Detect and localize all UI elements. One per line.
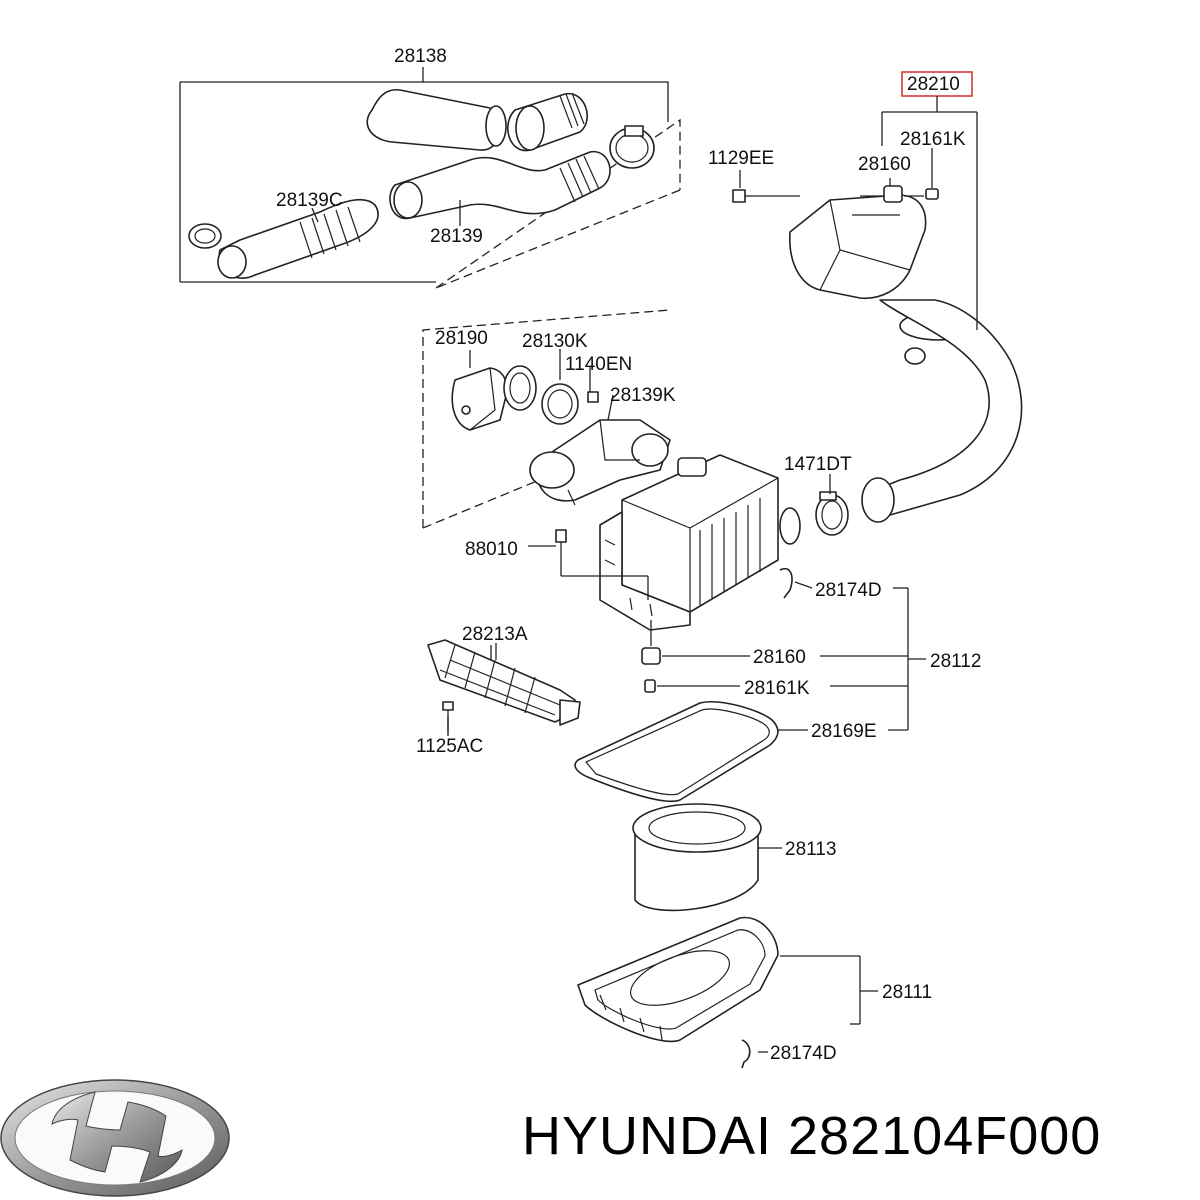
label-28138: 28138 (394, 46, 447, 67)
label-88010: 88010 (465, 539, 518, 560)
label-28169E: 28169E (811, 721, 877, 742)
label-28174D-top: 28174D (815, 580, 882, 601)
label-28160-top: 28160 (858, 154, 911, 175)
label-28213A: 28213A (462, 624, 528, 645)
leaders-28112 (820, 587, 926, 731)
label-1140EN: 1140EN (565, 354, 632, 375)
hardware-top (732, 185, 939, 203)
label-1471DT: 1471DT (784, 454, 852, 475)
leaders-misc (311, 200, 831, 736)
label-28139C: 28139C (276, 190, 343, 211)
label-1125AC: 1125AC (416, 736, 483, 757)
label-28161K-top: 28161K (900, 129, 966, 150)
label-1129EE: 1129EE (708, 148, 774, 169)
label-28130K: 28130K (522, 331, 588, 352)
label-28160-mid: 28160 (753, 647, 806, 668)
label-28112: 28112 (930, 651, 981, 672)
bolt-88010-part (528, 529, 649, 600)
label-28139: 28139 (430, 226, 483, 247)
intake-duct-part (529, 419, 671, 506)
filter-element-part (632, 803, 782, 912)
hose-group-box (179, 67, 681, 289)
brand-part-caption: HYUNDAI 282104F000 (522, 1106, 1102, 1166)
hose-corrugated-part (188, 198, 379, 279)
hose-upper-part (366, 88, 589, 152)
hose-clamp-right (609, 125, 655, 169)
grille-part (427, 639, 581, 734)
label-28111: 28111 (882, 982, 932, 1003)
hose-main-part (389, 151, 611, 219)
lower-housing-part (577, 916, 779, 1069)
label-28139K: 28139K (610, 385, 676, 406)
label-28113: 28113 (785, 839, 836, 860)
label-28161K-mid: 28161K (744, 678, 810, 699)
gasket-part (574, 701, 808, 802)
label-28174D-bottom: 28174D (770, 1043, 837, 1064)
resonator-part (789, 194, 1023, 523)
leaders-top-right (739, 96, 978, 330)
label-28210: 28210 (907, 74, 960, 95)
duct-clamp-part (815, 491, 849, 536)
hyundai-logo-icon (0, 1079, 230, 1197)
hardware-mid (641, 581, 813, 693)
adapter-ring-part (503, 365, 599, 425)
label-28190: 28190 (435, 328, 488, 349)
air-cleaner-housing-part (599, 454, 801, 631)
sensor-part (451, 367, 508, 431)
leaders-28111 (780, 955, 878, 1025)
